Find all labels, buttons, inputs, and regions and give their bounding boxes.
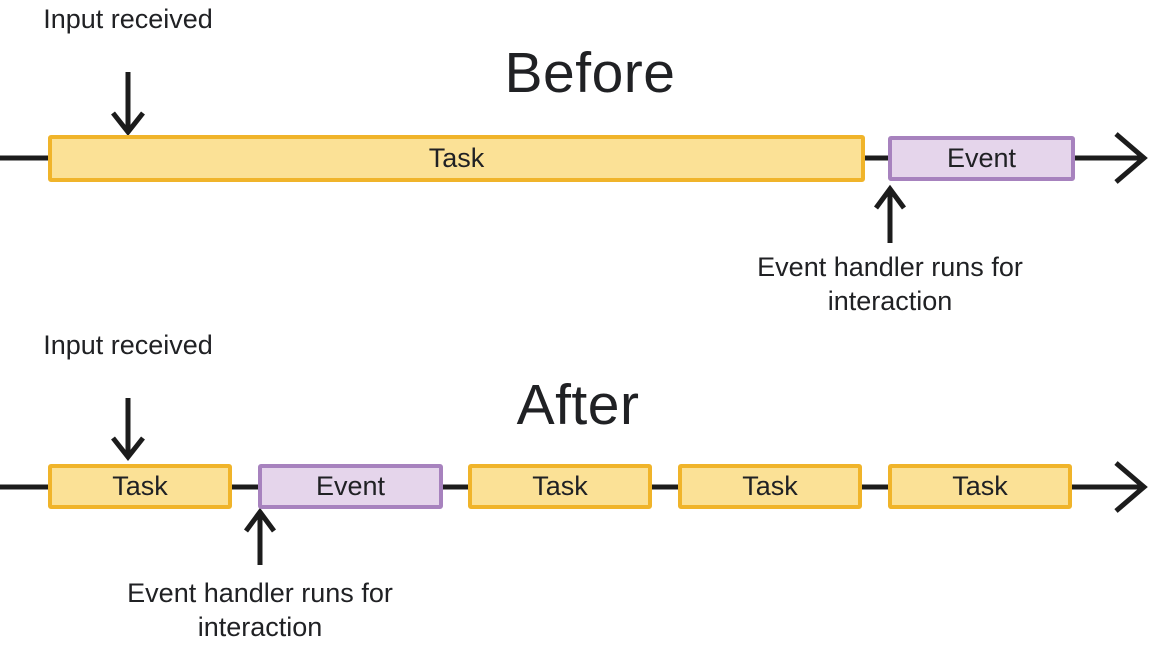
after-event-box: Event [258, 464, 443, 509]
task-label: Task [952, 471, 1008, 501]
task-label: Task [428, 143, 485, 173]
event-label: Event [946, 143, 1017, 173]
after-handler-arrow [243, 507, 277, 565]
before-handler-label: Event handler runs for interaction [757, 252, 1023, 316]
before-task-bar: Task [48, 135, 865, 182]
after-task-box-1: Task [48, 464, 232, 509]
after-task-box-4: Task [888, 464, 1072, 509]
task-label: Task [532, 471, 588, 501]
task-label: Task [742, 471, 798, 501]
after-task-box-2: Task [468, 464, 652, 509]
after-input-label: Input received [43, 330, 213, 360]
task-label: Task [112, 471, 168, 501]
after-task-box-3: Task [678, 464, 862, 509]
before-timeline-arrowhead [1114, 132, 1148, 184]
after-input-arrow [111, 398, 145, 462]
after-timeline-arrowhead [1114, 461, 1148, 513]
event-label: Event [315, 471, 386, 501]
after-handler-label: Event handler runs for interaction [127, 578, 393, 642]
before-title: Before [504, 41, 676, 105]
before-input-arrow [111, 72, 145, 137]
after-title: After [516, 373, 640, 437]
before-handler-arrow [873, 184, 907, 243]
before-input-label: Input received [43, 4, 213, 34]
before-event-box: Event [888, 136, 1075, 181]
